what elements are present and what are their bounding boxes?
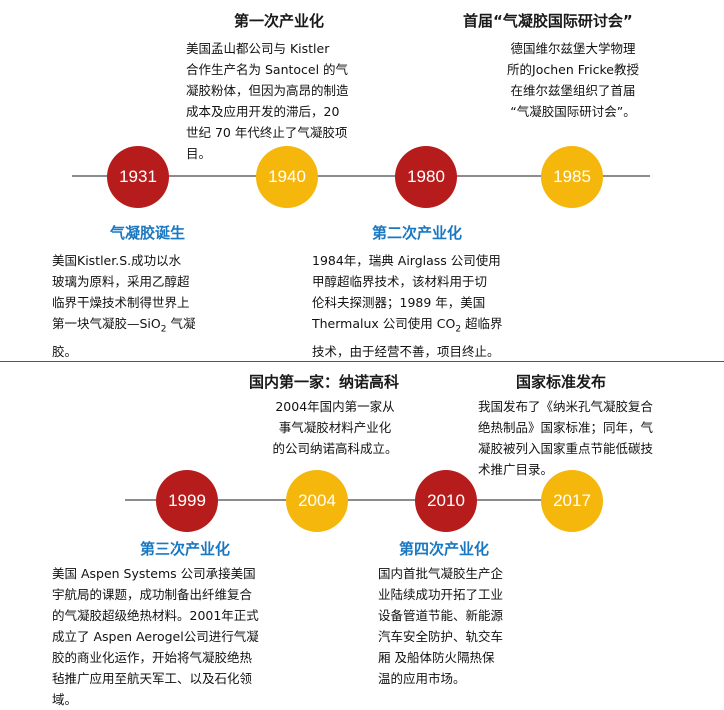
event-1985-text: 德国维尔兹堡大学物理 所的Jochen Fricke教授 在维尔兹堡组织了首届 … bbox=[507, 41, 639, 119]
event-1985-title: 首届“气凝胶国际研讨会” bbox=[463, 12, 633, 30]
event-2017-title: 国家标准发布 bbox=[516, 373, 607, 391]
event-1980-text-tail: 超临界 技术，由于经营不善，项目终止。 bbox=[312, 316, 503, 359]
event-1940-title: 第一次产业化 bbox=[234, 12, 325, 30]
year-circle-1931: 1931 bbox=[107, 146, 169, 208]
event-2010-text: 国内首批气凝胶生产企 业陆续成功开拓了工业 设备管道节能、新能源 汽车安全防护、… bbox=[378, 566, 504, 686]
event-1980-text-sub: 2 bbox=[455, 324, 462, 335]
year-circle-2004: 2004 bbox=[286, 470, 348, 532]
year-circle-2017: 2017 bbox=[541, 470, 603, 532]
event-2010-title: 第四次产业化 bbox=[399, 540, 490, 558]
event-2004-title: 国内第一家：纳诺高科 bbox=[249, 373, 400, 391]
year-circle-2010: 2010 bbox=[415, 470, 477, 532]
timeline-line-bottom bbox=[125, 499, 603, 501]
event-1940-text: 美国孟山都公司与 Kistler 合作生产名为 Santocel 的气 凝胶粉体… bbox=[186, 41, 349, 161]
year-circle-1940: 1940 bbox=[256, 146, 318, 208]
event-1980-text-main: 1984年，瑞典 Airglass 公司使用 甲醇超临界技术，该材料用于切 伦科… bbox=[312, 253, 501, 331]
event-1931-text-tail: 气凝 胶。 bbox=[52, 316, 196, 359]
event-1931-text-sub: 2 bbox=[160, 324, 167, 335]
event-1980-title: 第二次产业化 bbox=[372, 224, 463, 242]
event-1999-text: 美国 Aspen Systems 公司承接美国 宇航局的课题，成功制备出纤维复合… bbox=[52, 566, 259, 707]
year-circle-1980: 1980 bbox=[395, 146, 457, 208]
event-1999-title: 第三次产业化 bbox=[140, 540, 231, 558]
event-2017-text: 我国发布了《纳米孔气凝胶复合 绝热制品》国家标准；同年，气 凝胶被列入国家重点节… bbox=[478, 399, 654, 477]
event-1931-title: 气凝胶诞生 bbox=[110, 224, 186, 242]
event-2004-text: 2004年国内第一家从 事气凝胶材料产业化 的公司纳诺高科成立。 bbox=[272, 399, 398, 456]
year-circle-1999: 1999 bbox=[156, 470, 218, 532]
event-1980-text: 1984年，瑞典 Airglass 公司使用 甲醇超临界技术，该材料用于切 伦科… bbox=[312, 250, 562, 362]
year-circle-1985: 1985 bbox=[541, 146, 603, 208]
event-1931-text-main: 美国Kistler.S.成功以水 玻璃为原料，采用乙醇超 临界干燥技术制得世界上… bbox=[52, 253, 190, 331]
timeline-line-top bbox=[72, 175, 650, 177]
section-divider bbox=[0, 361, 724, 362]
event-1931-text: 美国Kistler.S.成功以水 玻璃为原料，采用乙醇超 临界干燥技术制得世界上… bbox=[52, 250, 262, 362]
